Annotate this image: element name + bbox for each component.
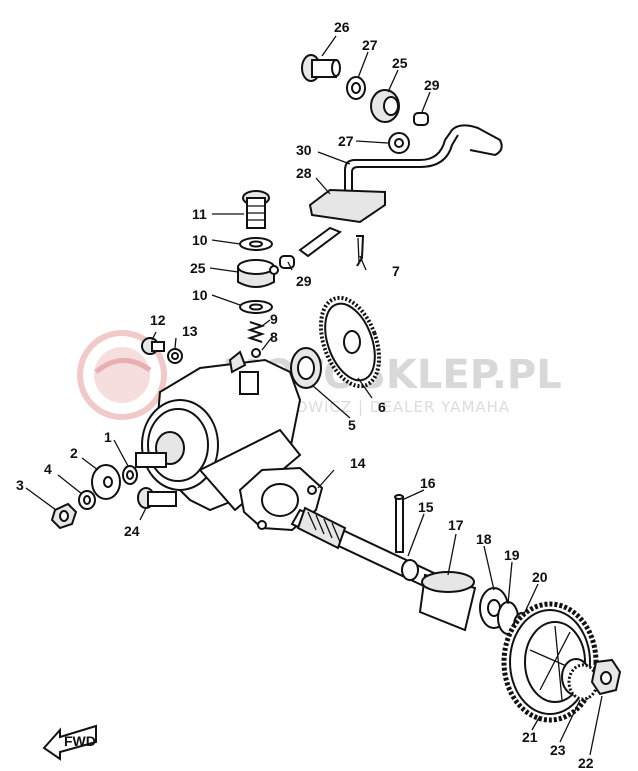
oil-seal-5 bbox=[290, 347, 322, 389]
callout-4: 4 bbox=[44, 461, 52, 477]
callout-29-upper: 29 bbox=[424, 77, 440, 93]
callout-20: 20 bbox=[532, 569, 548, 585]
callout-26: 26 bbox=[334, 19, 350, 35]
callout-3: 3 bbox=[16, 477, 24, 493]
callout-9: 9 bbox=[270, 311, 278, 327]
washer-4 bbox=[78, 490, 96, 510]
callout-10-lower: 10 bbox=[192, 287, 208, 303]
plate-2 bbox=[91, 464, 121, 500]
bushing-17 bbox=[418, 571, 477, 632]
callout-14: 14 bbox=[350, 455, 366, 471]
callout-8: 8 bbox=[270, 329, 278, 345]
callout-7: 7 bbox=[392, 263, 400, 279]
clip-29-lower bbox=[269, 255, 295, 275]
washer-27-upper bbox=[346, 76, 366, 100]
callout-2: 2 bbox=[70, 445, 78, 461]
cotter-pin-7 bbox=[356, 235, 365, 267]
callout-28: 28 bbox=[296, 165, 312, 181]
callout-15: 15 bbox=[418, 499, 434, 515]
callout-27-lower: 27 bbox=[338, 133, 354, 149]
union-bolt-11 bbox=[242, 190, 270, 229]
callout-27-upper: 27 bbox=[362, 37, 378, 53]
ball-8 bbox=[251, 348, 261, 358]
top-fitting-group bbox=[298, 54, 503, 258]
oil-hose-30 bbox=[344, 124, 503, 202]
clip-29-upper bbox=[413, 112, 429, 126]
callout-22: 22 bbox=[578, 755, 594, 771]
callout-12: 12 bbox=[150, 312, 166, 328]
grommet-25-lower bbox=[237, 259, 275, 288]
forward-arrow: FWD bbox=[42, 724, 97, 761]
callout-19: 19 bbox=[504, 547, 520, 563]
washer-13 bbox=[167, 348, 183, 364]
pump-fitting-stack bbox=[237, 190, 295, 358]
driven-gear-21 bbox=[501, 601, 599, 723]
washer-27-lower bbox=[388, 132, 410, 154]
washer-10-lower bbox=[239, 300, 273, 314]
washer-1 bbox=[122, 465, 138, 485]
washer-10-upper bbox=[239, 237, 273, 251]
callout-21: 21 bbox=[522, 729, 538, 745]
hose-holder-28 bbox=[308, 188, 386, 224]
callout-labels: 26 27 25 29 27 30 28 11 10 25 29 10 9 8 … bbox=[16, 19, 594, 771]
callout-13: 13 bbox=[182, 323, 198, 339]
callout-30: 30 bbox=[296, 142, 312, 158]
fwd-label: FWD bbox=[64, 733, 96, 749]
watermark-logo bbox=[77, 330, 167, 420]
callout-17: 17 bbox=[448, 517, 464, 533]
callout-11: 11 bbox=[192, 206, 207, 222]
hose-end bbox=[298, 226, 343, 258]
leader-lines bbox=[25, 35, 603, 756]
callout-1: 1 bbox=[104, 429, 112, 445]
nut-22 bbox=[590, 658, 622, 696]
callout-6: 6 bbox=[378, 399, 386, 415]
callout-29-lower: 29 bbox=[296, 273, 312, 289]
callout-10-upper: 10 bbox=[192, 232, 208, 248]
grommet-25-upper bbox=[370, 89, 400, 123]
screw-12 bbox=[141, 337, 165, 355]
spring-9 bbox=[246, 321, 266, 343]
screw-24 bbox=[137, 487, 177, 509]
callout-16: 16 bbox=[420, 475, 436, 491]
banjo-bolt-26 bbox=[301, 54, 341, 82]
callout-24: 24 bbox=[124, 523, 140, 539]
callout-25-lower: 25 bbox=[190, 260, 206, 276]
callout-23: 23 bbox=[550, 742, 566, 758]
pin-16 bbox=[394, 494, 404, 553]
callout-25-upper: 25 bbox=[392, 55, 408, 71]
callout-18: 18 bbox=[476, 531, 492, 547]
nut-3 bbox=[50, 502, 78, 530]
callout-5: 5 bbox=[348, 417, 356, 433]
drive-gear-6 bbox=[318, 295, 382, 389]
